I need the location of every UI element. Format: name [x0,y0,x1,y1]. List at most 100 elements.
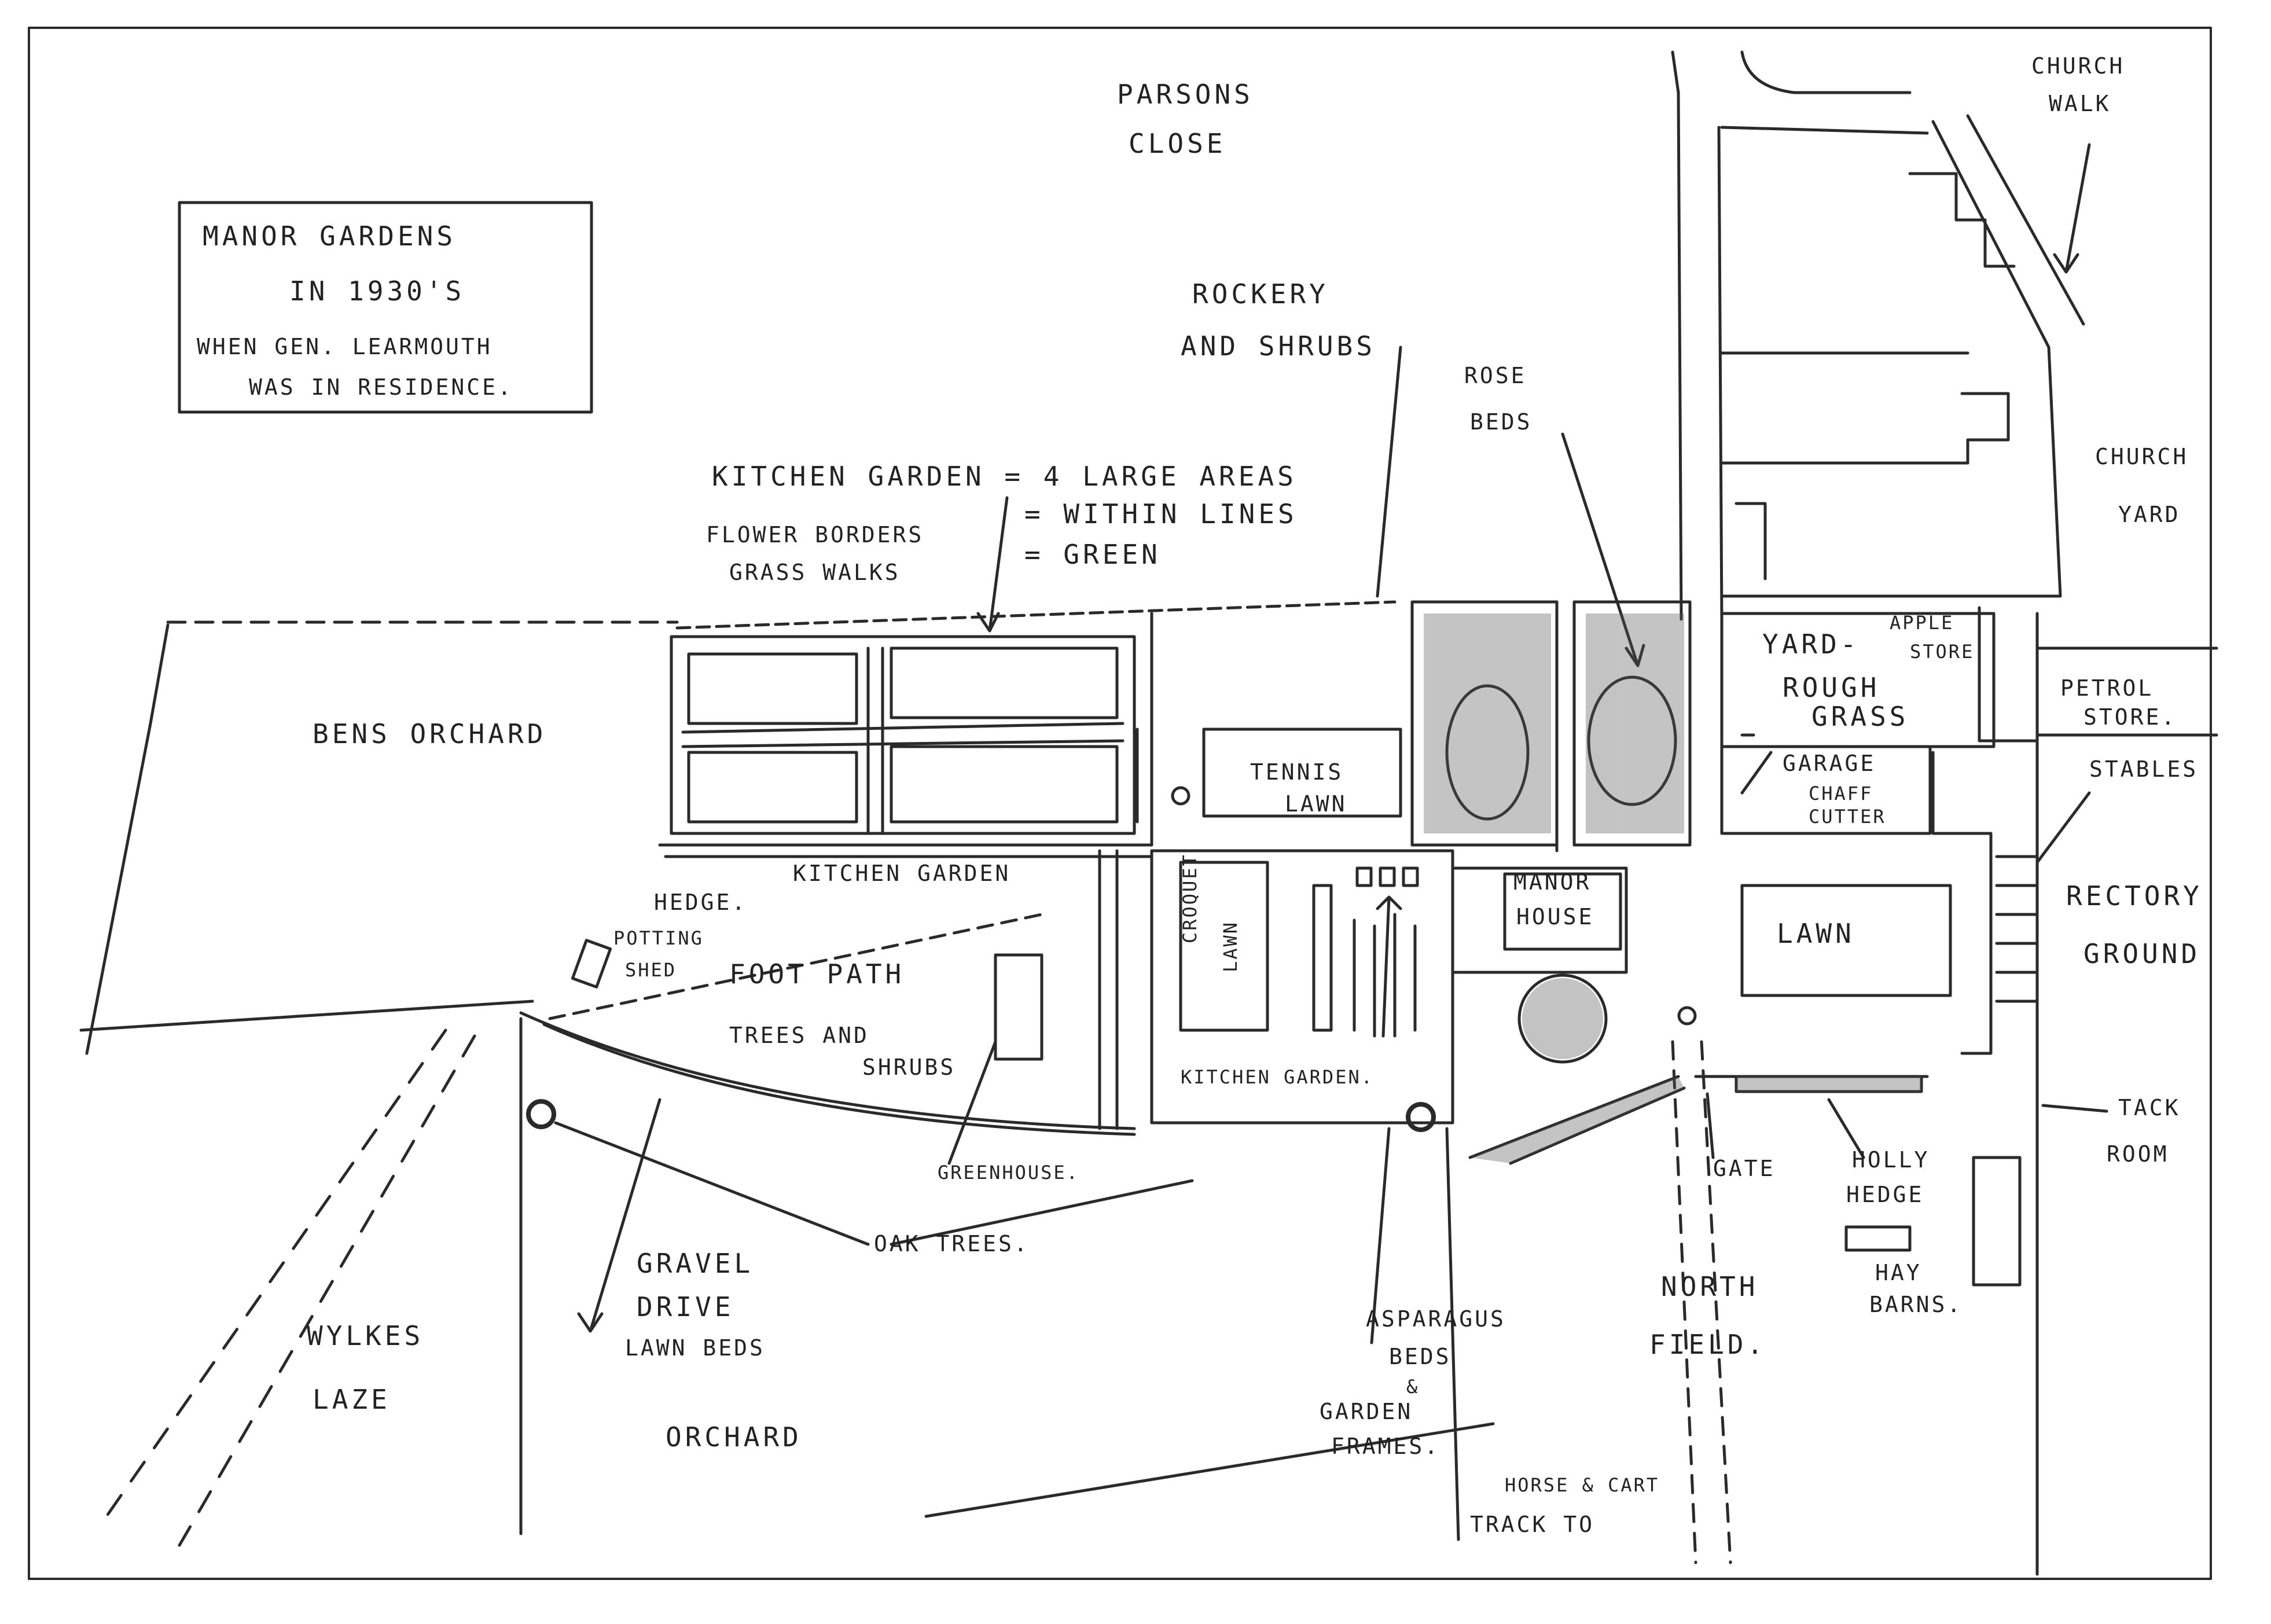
asparagus-arrow [1376,895,1402,1038]
label-rectory-1: RECTORY [2066,880,2203,912]
label-church-walk-1: CHURCH [2031,53,2125,79]
arrow-gravel [577,1098,662,1333]
title-box-frame [178,201,593,414]
rose-bed-shading-1 [1424,613,1551,833]
label-manor-2: HOUSE [1516,904,1594,929]
hay-barn-2 [1844,1225,1912,1252]
arrow-legend [976,496,1009,633]
label-petrol-store-1: PETROL [2060,675,2154,701]
label-yard-2: ROUGH [1783,672,1880,703]
manor-shrub-circle [1517,973,1608,1064]
label-oak-trees: OAK TREES. [874,1231,1030,1256]
gravel-drive-outer [519,1011,1136,1130]
label-asparagus-5: FRAMES. [1331,1434,1440,1459]
label-chaff-1: CHAFF [1809,782,1873,804]
oak-tree-1 [526,1099,556,1129]
label-potting-1: POTTING [613,927,704,949]
label-bens-orchard: BENS ORCHARD [313,718,547,749]
croquet-lawn [1179,861,1269,1032]
label-legend-green: = GREEN [1024,539,1161,570]
arrow-church-walk [2053,143,2091,274]
label-potting-2: SHED [625,959,677,981]
label-church-yard-1: CHURCH [2095,444,2189,469]
road-line-right [1717,126,1724,621]
arrow-tack-room [2041,1104,2108,1113]
kitchen-plot-2 [890,646,1119,719]
kitchen-plot-divider-v [866,646,884,835]
drive-to-gate [1468,1075,1686,1165]
label-manor-1: MANOR [1513,869,1592,895]
asparagus-strip [1312,884,1333,1032]
label-wylkes-2: LAZE [313,1384,391,1415]
wylkes-laze-line-1 [178,1034,476,1547]
label-tack-2: ROOM [2107,1141,2169,1167]
tennis-post [1171,786,1190,806]
croquet-lawn-frame [1150,849,1454,1125]
kitchen-plot-base [658,843,1153,858]
greenhouse-box [994,953,1043,1061]
church-walk-edge-2 [1966,114,2085,326]
label-asparagus-1: ASPARAGUS [1366,1306,1506,1332]
label-trees-1: TREES AND [729,1023,869,1048]
rose-bed-2 [1572,600,1692,847]
label-tennis-2: LAWN [1285,791,1347,817]
label-gravel-1: GRAVEL [637,1248,754,1279]
title-line-2: IN 1930'S [289,275,465,307]
bens-orchard-edge [85,623,170,1055]
label-kitchen-garden-low: KITCHEN GARDEN. [1181,1066,1374,1088]
lawn-frame [1740,884,1952,997]
garage-box [1720,745,1932,835]
drive-shading [1470,1076,1684,1163]
asparagus-rows [1353,913,1417,1038]
arrow-asparagus [1370,1127,1391,1344]
label-church-walk-2: WALK [2049,91,2111,116]
buildings-block [1720,126,2062,598]
label-holly-1: HOLLY [1852,1147,1930,1173]
label-foot-path: FOOT PATH [729,958,905,990]
arrow-rose-beds [1561,432,1645,667]
rose-bed-shading-2 [1586,613,1684,833]
arrow-stables [2035,791,2091,864]
garden-frame-2 [1379,866,1396,887]
holly-hedge [1735,1075,1923,1093]
map-border [28,27,2212,1580]
orchard-bottom-edge [924,1127,1495,1541]
label-holly-2: HEDGE [1846,1182,1924,1207]
stepped-wall [1908,172,2016,268]
label-petrol-store-2: STORE. [2083,704,2177,730]
gate-post [1677,1006,1697,1026]
kitchen-garden-north-edge [675,600,1397,630]
label-yard-1: YARD- [1762,629,1860,660]
wylkes-laze-line-2 [97,1028,447,1530]
label-wylkes-1: WYLKES [307,1320,424,1351]
label-croquet-1: CROQUET [1179,853,1201,943]
stepped-wall-2 [1960,392,2010,465]
track-line-1 [1671,1040,1697,1564]
petrol-store-line [2035,646,2218,737]
manor-house-inner [1503,872,1622,951]
title-line-4: WAS IN RESIDENCE. [249,374,513,400]
hay-barn-1 [1972,1156,2022,1287]
label-gravel-2: DRIVE [637,1291,734,1322]
label-asparagus-4: GARDEN [1320,1399,1413,1424]
label-church-yard-2: YARD [2118,502,2181,527]
label-north-2: FIELD. [1649,1329,1767,1360]
title-line-3: WHEN GEN. LEARMOUTH [197,334,493,359]
label-north-1: NORTH [1661,1271,1759,1302]
label-stables: STABLES [2089,756,2199,782]
holly-shading [1736,1076,1921,1092]
label-rectory-2: GROUND [2083,938,2201,969]
stables-wall [1931,751,1993,1055]
label-trees-2: SHRUBS [862,1055,956,1080]
label-hay-1: HAY [1875,1260,1922,1285]
road-line-left [1677,91,1683,621]
label-horse-1: HORSE & CART [1505,1474,1660,1496]
oak-trees-line [554,1121,1194,1246]
label-asparagus-3: & [1406,1376,1420,1398]
label-gate: GATE [1713,1156,1776,1181]
kitchen-plot-3 [687,751,858,824]
kitchen-plot-4 [890,745,1119,824]
label-hedge: HEDGE. [654,890,748,915]
label-legend-kitchen: KITCHEN GARDEN = 4 LARGE AREAS [712,461,1297,492]
